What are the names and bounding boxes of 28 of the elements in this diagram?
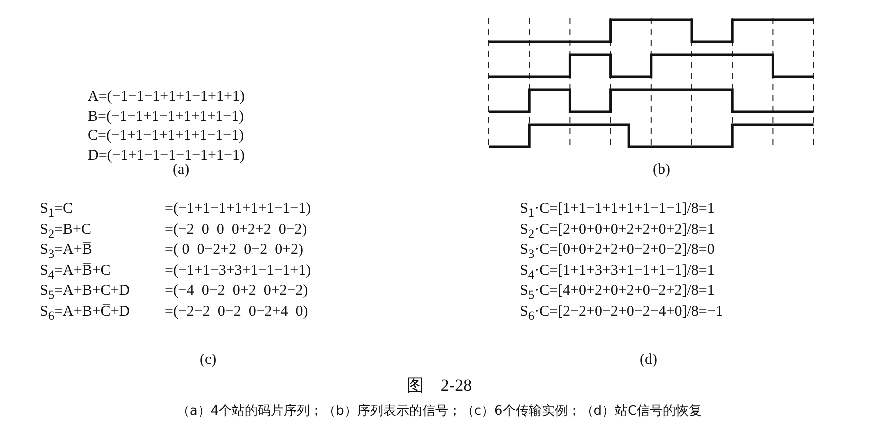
chip-sequence: C=(−1+1−1+1+1+1−1−1) (88, 128, 244, 145)
equation-name: S$_{5}$=A+B+C+D (40, 283, 130, 304)
equation-value: =(−1+1−3+3+1−1−1+1) (165, 262, 312, 280)
figure-title: 图 2-28 (406, 377, 474, 394)
equation-value: =(−1+1−1+1+1+1−1−1) (165, 201, 312, 218)
inner-product-equation: S$_{5}$·C=[4+0+2+0+2+0−2+2]/8=1 (520, 283, 715, 304)
equation-name: S$_{3}$=A+B̅ (40, 242, 92, 263)
inner-product-equation: S$_{2}$·C=[2+0+0+0+2+2+0+2]/8=1 (520, 222, 715, 242)
equation-value: =(−2 0 0 0+2+2 0−2) (165, 222, 308, 238)
inner-product-equation: S$_{3}$·C=[0+0+2+2+0−2+0−2]/8=0 (520, 242, 715, 263)
chip-sequence: A=(−1−1−1+1+1−1+1+1) (88, 89, 245, 106)
inner-product-equation: S$_{6}$·C=[2−2+0−2+0−2−4+0]/8=−1 (520, 304, 724, 324)
equation-name: S$_{2}$=B+C (40, 222, 92, 242)
equation-value: =(−4 0−2 0+2 0+2−2) (165, 283, 308, 300)
inner-product-equation: S$_{4}$·C=[1+1+3+3+1−1+1−1]/8=1 (520, 262, 715, 284)
figure-caption: （a）4个站的码片序列；（b）序列表示的信号；（c）6个传输实例；（d）站C信号的恢复 (176, 403, 704, 420)
inner-product-equation: S$_{1}$·C=[1+1−1+1+1+1−1−1]/8=1 (520, 201, 715, 222)
panel-label: (d) (640, 352, 658, 369)
chip-sequence: D=(−1+1−1−1−1−1+1−1) (88, 148, 245, 164)
equation-name: S$_{4}$=A+B̅+C (40, 262, 111, 284)
equation-value: =( 0 0−2+2 0−2 0+2) (165, 242, 304, 259)
equation-value: =(−2−2 0−2 0−2+4 0) (165, 304, 308, 320)
panel-label: (a) (173, 162, 190, 179)
chip-sequence: B=(−1−1+1−1+1+1+1−1) (88, 108, 244, 126)
panel-label: (c) (200, 352, 217, 369)
equation-name: S$_{1}$=C (40, 201, 74, 222)
equation-name: S$_{6}$=A+B+C̅+D (40, 304, 130, 324)
panel-label: (b) (653, 162, 670, 179)
